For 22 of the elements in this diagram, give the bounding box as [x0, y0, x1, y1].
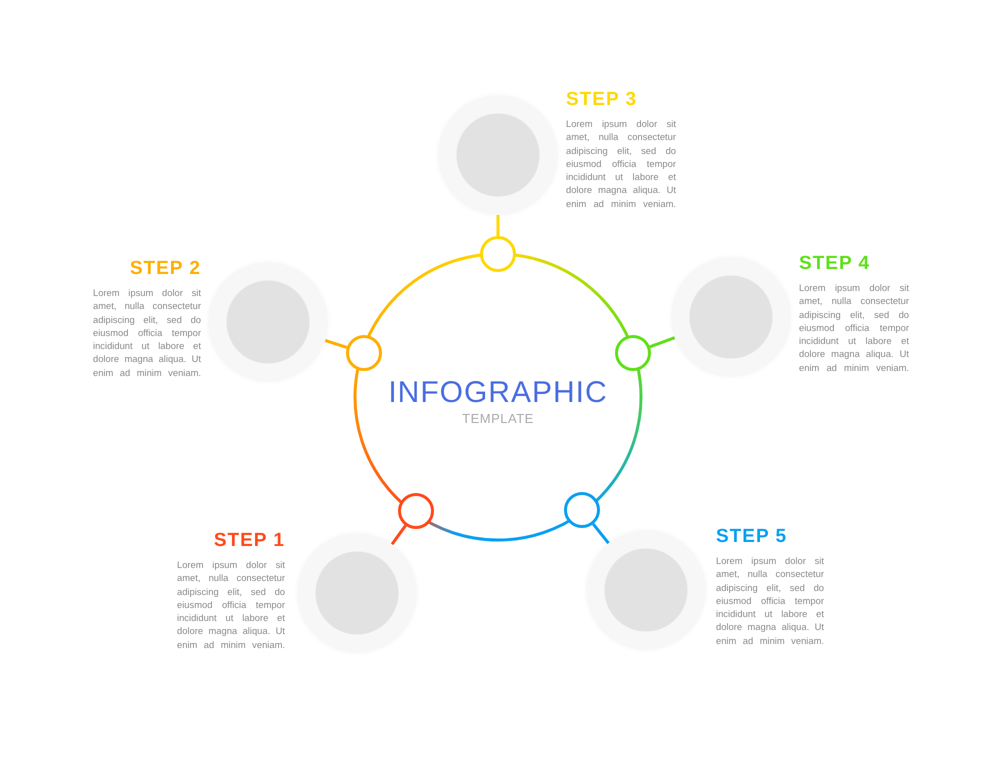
heading: INFOGRAPHIC	[388, 376, 608, 410]
connector-line	[649, 336, 676, 348]
connector-ring	[346, 335, 382, 371]
step-title: STEP 5	[716, 526, 788, 548]
connector-ring	[480, 236, 516, 272]
step-description: Lorem ipsum dolor sit amet, nulla consectetur adipiscing elit, sed do eiusmod officia tempor incididunt ut labore et dolore magna aliqua. Ut enim ad minim veniam.	[716, 554, 824, 648]
connector-ring	[615, 335, 651, 371]
connector-line	[390, 524, 407, 546]
connector-ring	[398, 493, 434, 529]
connector-line	[324, 339, 348, 349]
step-title: STEP 1	[214, 530, 285, 552]
connector-ring	[564, 492, 600, 528]
subheading: TEMPLATE	[462, 411, 534, 427]
step-description: Lorem ipsum dolor sit amet, nulla consectetur adipiscing elit, sed do eiusmod officia tempor incididunt ut labore et dolore magna aliqua. Ut enim ad minim veniam.	[799, 281, 909, 374]
step-description: Lorem ipsum dolor sit amet, nulla consectetur adipiscing elit, sed do eiusmod officia tempor incididunt ut labore et dolore magna aliqua. Ut enim ad minim veniam.	[93, 286, 201, 380]
step-description: Lorem ipsum dolor sit amet, nulla consectetur adipiscing elit, sed do eiusmod officia tempor incididunt ut labore et dolore magna aliqua. Ut enim ad minim veniam.	[177, 558, 285, 652]
connector-line	[496, 215, 500, 236]
step-title: STEP 3	[566, 89, 638, 111]
step-title: STEP 2	[130, 258, 201, 280]
step-title: STEP 4	[799, 253, 870, 275]
connector-line	[592, 523, 610, 544]
step-description: Lorem ipsum dolor sit amet, nulla consectetur adipiscing elit, sed do eiusmod officia tempor incididunt ut labore et dolore magna aliqua. Ut enim ad minim veniam.	[566, 117, 676, 210]
